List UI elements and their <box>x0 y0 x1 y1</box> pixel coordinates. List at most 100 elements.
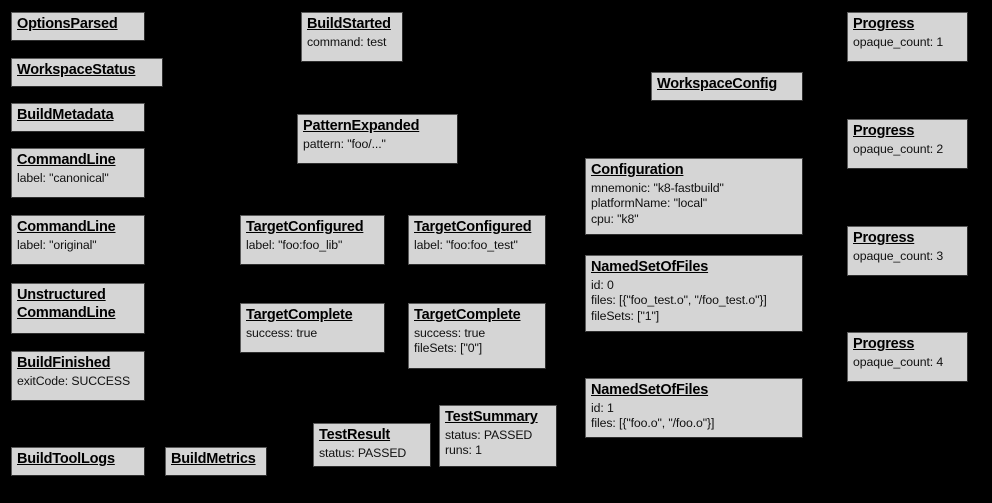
node-build-metadata[interactable]: BuildMetadata <box>11 103 145 132</box>
node-field: status: PASSED <box>319 445 407 460</box>
node-title: BuildFinished <box>17 355 139 373</box>
node-title: Progress <box>853 230 962 248</box>
node-pattern-expanded[interactable]: PatternExpanded pattern: "foo/..." <box>297 114 458 164</box>
node-target-complete-lib[interactable]: TargetComplete success: true <box>240 303 385 353</box>
node-field: command: test <box>307 34 387 49</box>
node-fields: exitCode: SUCCESS <box>17 374 139 389</box>
node-fields: mnemonic: "k8-fastbuild"platformName: "l… <box>591 181 797 227</box>
node-title-line: Progress <box>853 16 915 32</box>
node-field: runs: 1 <box>445 443 482 458</box>
node-title-line: WorkspaceConfig <box>657 76 778 92</box>
node-title-line: TargetComplete <box>414 307 521 323</box>
node-title: Progress <box>853 336 962 354</box>
node-field: label: "original" <box>17 237 97 252</box>
node-build-started[interactable]: BuildStarted command: test <box>301 12 403 62</box>
node-progress-2[interactable]: Progress opaque_count: 2 <box>847 119 968 169</box>
node-title-line: OptionsParsed <box>17 16 118 32</box>
node-field: opaque_count: 2 <box>853 141 944 156</box>
node-progress-3[interactable]: Progress opaque_count: 3 <box>847 226 968 276</box>
node-title-line: TargetComplete <box>246 307 353 323</box>
node-title-line: Unstructured <box>17 287 106 303</box>
node-workspace-config[interactable]: WorkspaceConfig <box>651 72 803 101</box>
node-title-line: NamedSetOfFiles <box>591 382 709 398</box>
node-field: success: true <box>414 325 486 340</box>
node-title-line: TargetConfigured <box>414 219 532 235</box>
node-command-line-original[interactable]: CommandLine label: "original" <box>11 215 145 265</box>
node-field: opaque_count: 3 <box>853 248 944 263</box>
node-progress-1[interactable]: Progress opaque_count: 1 <box>847 12 968 62</box>
node-title: CommandLine <box>17 152 139 170</box>
node-build-tool-logs[interactable]: BuildToolLogs <box>11 447 145 476</box>
node-title: BuildStarted <box>307 16 397 34</box>
node-field: mnemonic: "k8-fastbuild" <box>591 180 724 195</box>
node-title-line: NamedSetOfFiles <box>591 259 709 275</box>
node-title-line: Progress <box>853 123 915 139</box>
node-title: Progress <box>853 123 962 141</box>
node-field: status: PASSED <box>445 427 533 442</box>
node-field: exitCode: SUCCESS <box>17 373 131 388</box>
node-field: files: [{"foo.o", "/foo.o"}] <box>591 416 715 431</box>
node-title-line: PatternExpanded <box>303 118 420 134</box>
node-field: label: "canonical" <box>17 170 109 185</box>
node-title-line: WorkspaceStatus <box>17 62 136 78</box>
node-field: id: 1 <box>591 400 614 415</box>
node-fields: opaque_count: 1 <box>853 35 962 50</box>
node-title: TargetComplete <box>414 307 540 325</box>
node-title: TestSummary <box>445 409 551 427</box>
node-command-line-canonical[interactable]: CommandLine label: "canonical" <box>11 148 145 198</box>
node-title: PatternExpanded <box>303 118 452 136</box>
node-title-line: TestSummary <box>445 409 538 425</box>
node-title: Configuration <box>591 162 797 180</box>
node-field: platformName: "local" <box>591 196 707 211</box>
node-field: fileSets: ["1"] <box>591 308 660 323</box>
node-title: OptionsParsed <box>17 16 139 34</box>
node-title: WorkspaceConfig <box>657 76 797 94</box>
node-field: label: "foo:foo_test" <box>414 237 518 252</box>
node-fields: label: "canonical" <box>17 171 139 186</box>
node-field: opaque_count: 1 <box>853 34 944 49</box>
node-title: TargetConfigured <box>246 219 379 237</box>
node-fields: label: "foo:foo_test" <box>414 238 540 253</box>
node-field: opaque_count: 4 <box>853 354 944 369</box>
node-build-metrics[interactable]: BuildMetrics <box>165 447 267 476</box>
node-title: CommandLine <box>17 219 139 237</box>
node-title-line: Progress <box>853 230 915 246</box>
node-title: BuildToolLogs <box>17 451 139 469</box>
node-fields: command: test <box>307 35 397 50</box>
node-workspace-status[interactable]: WorkspaceStatus <box>11 58 163 87</box>
node-target-configured-test[interactable]: TargetConfigured label: "foo:foo_test" <box>408 215 546 265</box>
node-title: TargetComplete <box>246 307 379 325</box>
node-title: NamedSetOfFiles <box>591 259 797 277</box>
node-options-parsed[interactable]: OptionsParsed <box>11 12 145 41</box>
node-title-line: CommandLine <box>17 152 116 168</box>
node-title-line: BuildStarted <box>307 16 391 32</box>
node-field: fileSets: ["0"] <box>414 341 483 356</box>
node-title-line: TargetConfigured <box>246 219 364 235</box>
node-configuration[interactable]: Configuration mnemonic: "k8-fastbuild"pla… <box>585 158 803 235</box>
node-title: BuildMetadata <box>17 107 139 125</box>
node-field: id: 0 <box>591 277 614 292</box>
node-fields: success: true <box>246 326 379 341</box>
node-title-line: CommandLine <box>17 219 116 235</box>
node-title-line: Configuration <box>591 162 684 178</box>
node-title: NamedSetOfFiles <box>591 382 797 400</box>
node-fields: opaque_count: 2 <box>853 142 962 157</box>
node-field: pattern: "foo/..." <box>303 136 386 151</box>
node-title: BuildMetrics <box>171 451 261 469</box>
node-field: cpu: "k8" <box>591 211 639 226</box>
node-title: Progress <box>853 16 962 34</box>
